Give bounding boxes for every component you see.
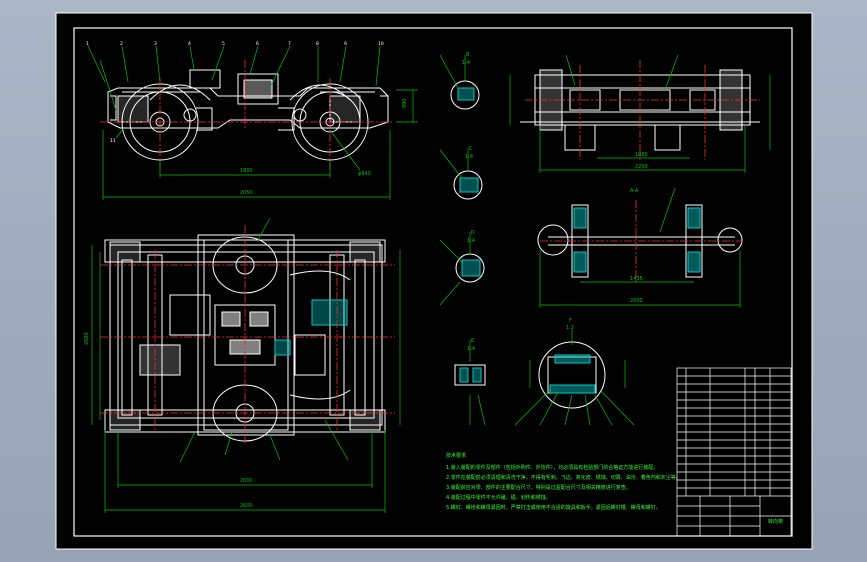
detail-c bbox=[453, 170, 483, 200]
front-view-inner-label: 1800 bbox=[240, 168, 253, 174]
side-view-inner-label: 1880 bbox=[635, 152, 648, 158]
plan-view-length-label: 2680 bbox=[84, 332, 90, 345]
plan-view-width-label: 2600 bbox=[240, 503, 253, 509]
note-line-5: 5.螺钉、螺栓和螺母紧固时，严禁打击或使用不合适的旋具和扳手。紧固后螺钉槽、螺母… bbox=[446, 504, 661, 511]
svg-text:2: 2 bbox=[120, 41, 123, 47]
detail-e bbox=[454, 364, 486, 386]
drawing-border bbox=[73, 27, 793, 537]
note-line-2: 2.零件在装配前必须清理和清洗干净，不得有毛刺、飞边、氧化皮、锈蚀、切屑、油污、… bbox=[446, 474, 681, 481]
wheel-callout-label: φ840 bbox=[358, 171, 371, 177]
detail-b-scale: 1:4 bbox=[462, 60, 470, 66]
notes-heading: 技术要求 bbox=[446, 452, 466, 459]
detail-d-label: D bbox=[471, 230, 475, 236]
detail-f-scale: 1:2 bbox=[566, 325, 574, 331]
detail-b-label: B bbox=[466, 52, 470, 58]
svg-text:4: 4 bbox=[188, 41, 191, 47]
front-view-width-label: 2050 bbox=[240, 190, 253, 196]
side-view-base-label: 2200 bbox=[635, 164, 648, 170]
title-block bbox=[676, 367, 792, 537]
detail-e-label: E bbox=[471, 338, 474, 344]
detail-e-scale: 1:4 bbox=[467, 346, 475, 352]
svg-text:10: 10 bbox=[378, 41, 384, 47]
technical-notes: 技术要求 1.装入装配的零件及部件（包括外购件、外协件），均必须具有检验部门的合… bbox=[446, 452, 681, 511]
detail-f-label: F bbox=[569, 318, 572, 324]
axle-total-label: 2000 bbox=[630, 298, 643, 304]
bogie-side-view bbox=[520, 69, 760, 151]
note-line-4: 4.装配过程中零件不允许磕、碰、划伤和锈蚀。 bbox=[446, 494, 551, 501]
detail-d-scale: 1:4 bbox=[467, 238, 475, 244]
svg-text:8: 8 bbox=[316, 41, 319, 47]
svg-text:5: 5 bbox=[222, 41, 225, 47]
note-line-3: 3.装配前应对零、部件的主要配合尺寸，特别是过盈配合尺寸及相关精度进行复查。 bbox=[446, 484, 631, 491]
title-block-name: 转向架 bbox=[768, 518, 783, 525]
svg-text:3: 3 bbox=[154, 41, 157, 47]
detail-c-label: C bbox=[469, 146, 473, 152]
svg-text:6: 6 bbox=[256, 41, 259, 47]
svg-text:1: 1 bbox=[86, 41, 89, 47]
detail-c-scale: 1:4 bbox=[465, 154, 473, 160]
detail-b bbox=[450, 80, 480, 110]
front-view-height-label: 890 bbox=[402, 98, 408, 108]
svg-text:7: 7 bbox=[288, 41, 291, 47]
plan-view-inner-label: 2000 bbox=[240, 478, 253, 484]
axle-width-label: 1435 bbox=[630, 276, 643, 282]
svg-text:11: 11 bbox=[110, 138, 116, 144]
note-line-1: 1.装入装配的零件及部件（包括外购件、外协件），均必须具有检验部门的合格证方能进… bbox=[446, 464, 658, 471]
axle-section-label: A-A bbox=[630, 188, 639, 194]
svg-text:9: 9 bbox=[344, 41, 347, 47]
detail-views bbox=[450, 80, 486, 386]
